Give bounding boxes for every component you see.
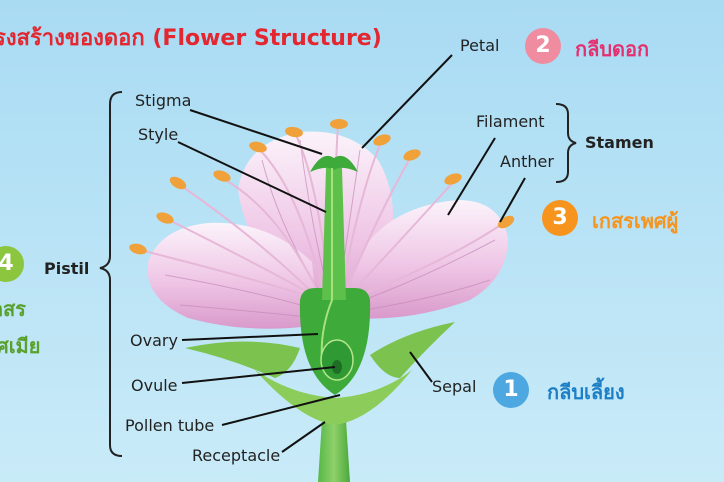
label-pollen-tube: Pollen tube [125,416,215,435]
leader-lines [177,54,526,453]
petal-right [347,200,508,319]
diagram-title: รงสร้างของดอก (Flower Structure) [0,26,382,51]
badge-3: 3 [542,200,578,236]
thai-pistil-label-line1: เกสร [0,297,26,321]
stem [318,420,350,482]
label-filament: Filament [476,112,545,131]
badge-2: 2 [525,28,561,64]
thai-sepal-label: กลีบเลี้ยง [547,380,625,404]
sepal-right [370,322,455,378]
label-pistil: Pistil [44,259,90,278]
ovule-core [332,360,342,374]
thai-stamen-label: เกสรเพศผู้ [592,209,679,233]
label-ovule: Ovule [131,376,178,395]
label-petal: Petal [460,36,500,55]
pistil-bracket [99,91,123,457]
label-anther: Anther [500,152,554,171]
badge-1: 1 [493,372,529,408]
label-ovary: Ovary [130,331,178,350]
anthers [129,119,515,255]
label-stamen: Stamen [585,133,654,152]
petal-left [147,222,318,329]
sepal-left [185,341,300,378]
label-receptacle: Receptacle [192,446,281,465]
label-style: Style [138,125,179,144]
style-shape [322,168,346,300]
receptacle-base [255,370,412,425]
thai-pistil-label-line2: เพศเมีย [0,334,41,358]
label-stigma: Stigma [135,91,192,110]
label-sepal: Sepal [432,377,477,396]
stamen-bracket [555,103,577,183]
thai-petal-label: กลีบดอก [575,37,650,61]
stigma-shape [310,155,358,172]
